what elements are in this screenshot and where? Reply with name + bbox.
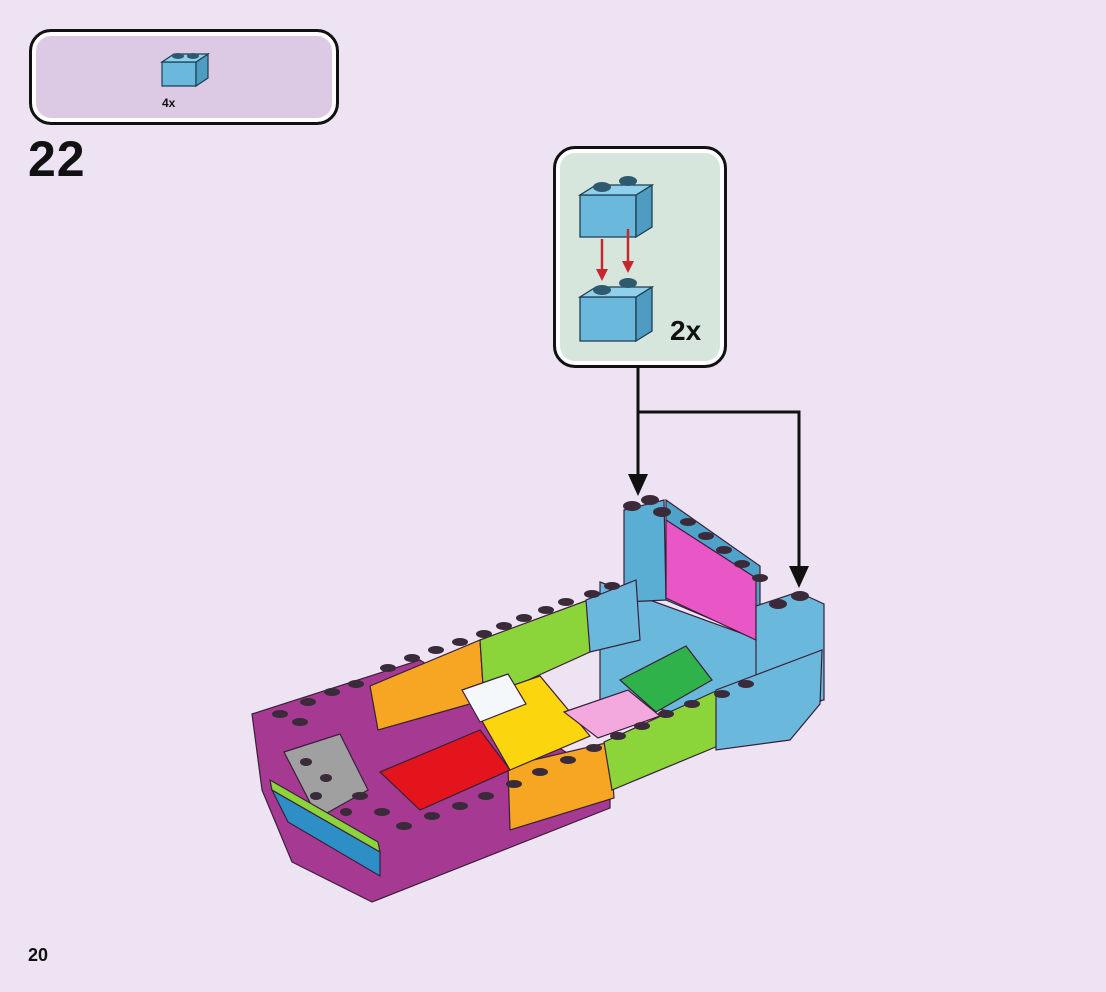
placement-arrows — [636, 368, 801, 570]
azure-1x2-brick-icon — [160, 52, 210, 88]
callout-multiplier: 2x — [670, 315, 702, 346]
arrow-head-right-icon — [789, 566, 809, 588]
callout-red-arrows — [596, 229, 634, 281]
sub-assembly-callout: 2x — [553, 146, 727, 368]
sub-assembly-illustration — [577, 176, 655, 343]
brick-studs — [272, 495, 809, 830]
step-number: 22 — [28, 131, 86, 187]
callout-bottom-brick — [577, 278, 655, 343]
arrow-head-left-icon — [628, 474, 648, 496]
parts-list-box: 4x — [29, 29, 339, 125]
callout-top-brick — [577, 176, 655, 239]
parts-count: 4x — [162, 96, 176, 110]
boat-model — [251, 498, 825, 903]
page-number: 20 — [28, 945, 49, 965]
